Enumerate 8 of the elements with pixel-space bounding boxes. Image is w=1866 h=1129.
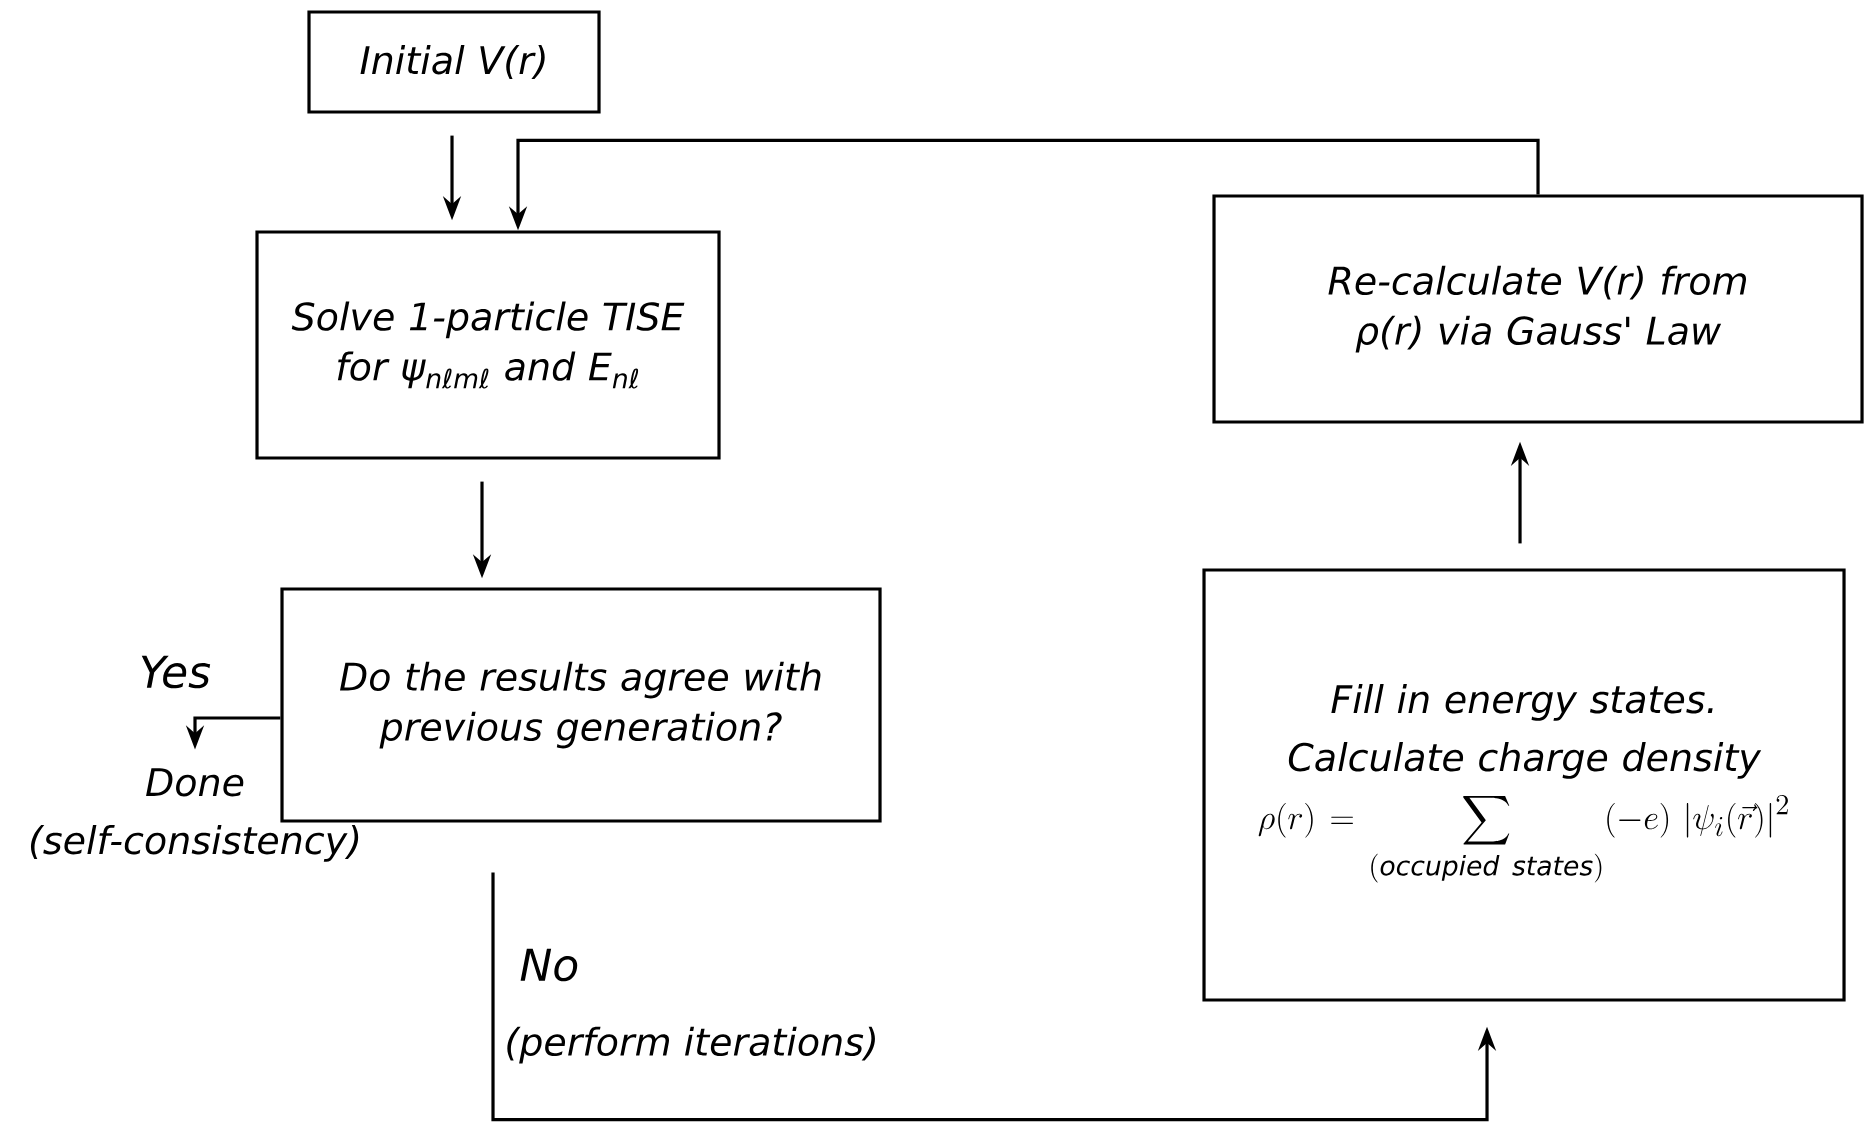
- edge-label: Yes: [135, 651, 216, 693]
- process-box: Fill in energy states. Calculate charge density $\rho(r) = \sum_{(\text{occupied states})} (-e)\,\left|\psi_i(\vec{r})\right|^2$: [1202, 568, 1846, 1002]
- decision-box: Do the results agree with previous generation?: [280, 587, 882, 823]
- process-box: Initial V(r): [307, 10, 601, 114]
- process-box: Re-calculate V(r) from ρ(r) via Gauss' Law: [1212, 194, 1864, 424]
- note-text: (perform iterations): [507, 1026, 875, 1064]
- edge-label: No: [515, 944, 584, 986]
- process-box: Solve 1-particle TISE for ψ$_{nℓmℓ}$ and E$_{nℓ}$: [255, 230, 721, 460]
